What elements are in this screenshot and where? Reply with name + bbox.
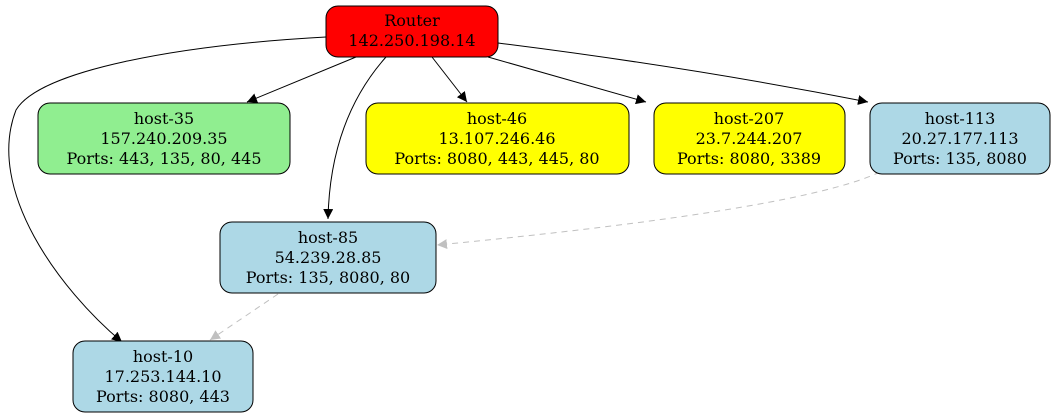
node-host-10-box [72,340,254,413]
node-host-207: host-207 23.7.244.207 Ports: 8080, 3389 [653,102,846,175]
edges [8,36,881,343]
node-host-46-ip: 13.107.246.46 [438,129,555,148]
node-host-10-ports: Ports: 8080, 443 [96,387,230,406]
node-host-113: host-113 20.27.177.113 Ports: 135, 8080 [869,102,1051,175]
node-router-name: Router [384,11,440,30]
node-host-85-ip: 54.239.28.85 [275,248,382,267]
node-host-207-name: host-207 [714,109,785,128]
node-host-46: host-46 13.107.246.46 Ports: 8080, 443, … [365,102,630,175]
node-host-35-box [37,102,291,175]
node-host-113-ip: 20.27.177.113 [901,129,1018,148]
edge-router-host-35 [246,56,357,103]
node-host-113-name: host-113 [925,109,996,128]
node-host-10-name: host-10 [133,347,193,366]
node-host-35-ports: Ports: 443, 135, 80, 445 [66,149,261,168]
node-host-85-ports: Ports: 135, 8080, 80 [246,268,410,287]
node-host-35-ip: 157.240.209.35 [100,129,227,148]
edge-router-host-46 [431,56,468,103]
node-host-85-name: host-85 [298,228,358,247]
node-host-46-box [365,102,630,175]
node-host-46-ports: Ports: 8080, 443, 445, 80 [394,149,599,168]
node-host-207-box [653,102,846,175]
node-host-85: host-85 54.239.28.85 Ports: 135, 8080, 8… [219,221,437,294]
edge-host-113-host-85 [436,171,881,250]
node-host-113-ports: Ports: 135, 8080 [893,149,1027,168]
node-host-35-name: host-35 [134,109,194,128]
node-host-35: host-35 157.240.209.35 Ports: 443, 135, … [37,102,291,175]
edge-router-host-113 [497,42,869,105]
node-host-10-ip: 17.253.144.10 [104,367,221,386]
node-router-ip: 142.250.198.14 [348,31,475,50]
node-host-207-ip: 23.7.244.207 [696,129,803,148]
node-host-10: host-10 17.253.144.10 Ports: 8080, 443 [72,340,254,413]
node-host-113-box [869,102,1051,175]
node-router: Router 142.250.198.14 [325,5,499,58]
node-host-46-name: host-46 [467,109,527,128]
edge-router-host-207 [487,56,647,105]
node-host-85-box [219,221,437,294]
node-host-207-ports: Ports: 8080, 3389 [677,149,821,168]
node-router-box [325,5,499,58]
edge-router-host-85 [323,56,387,220]
edge-host-85-host-10 [209,293,279,341]
edge-router-host-10 [8,36,327,343]
